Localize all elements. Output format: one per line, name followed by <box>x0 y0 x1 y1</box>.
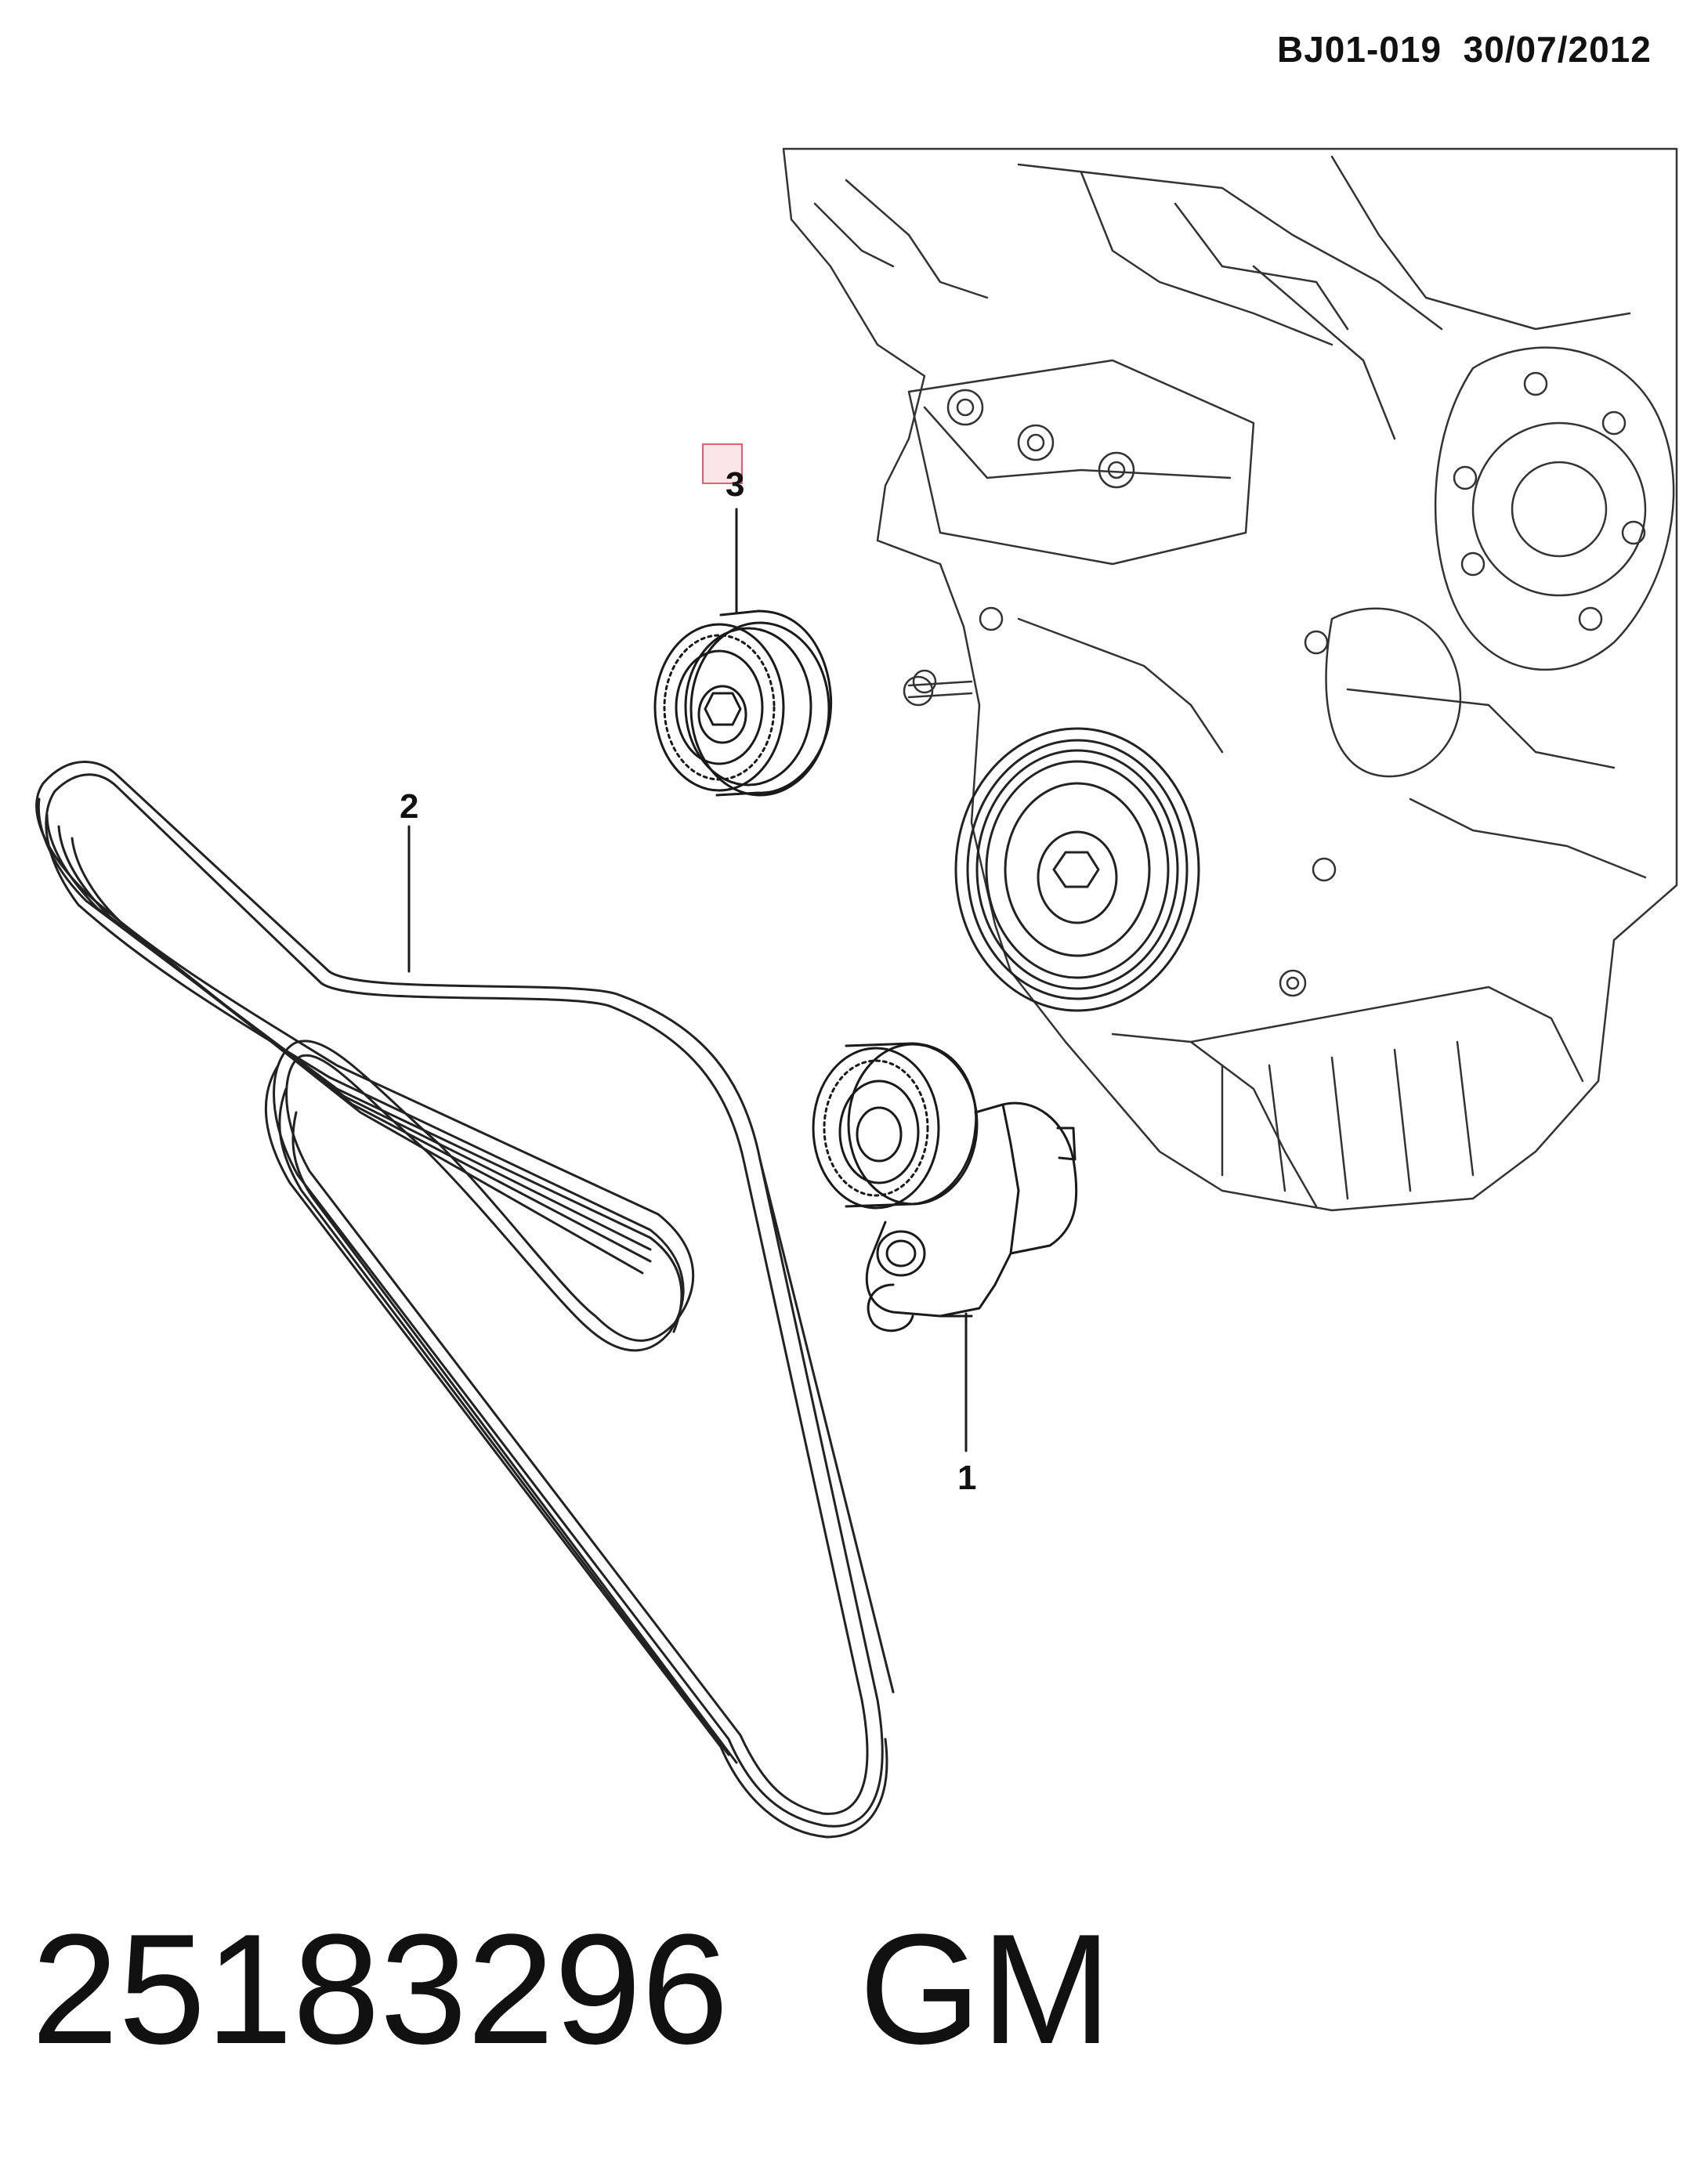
callout-3: 3 <box>726 465 745 504</box>
engine-block <box>782 147 1678 1212</box>
belt-tensioner <box>812 1042 1078 1333</box>
part-number-caption: 25183296 GM <box>31 1911 1112 2068</box>
highlight-marker <box>702 443 743 484</box>
idler-pulley <box>653 609 833 797</box>
drawing-reference: BJ01-019 30/07/2012 <box>1277 28 1652 71</box>
brand-name: GM <box>859 1902 1112 2077</box>
ref-date: 30/07/2012 <box>1463 29 1652 70</box>
serpentine-belt <box>35 761 895 1839</box>
ref-code: BJ01-019 <box>1277 29 1442 70</box>
callout-1: 1 <box>957 1459 977 1497</box>
callout-2: 2 <box>400 787 419 826</box>
crankshaft-pulley <box>954 727 1200 1012</box>
part-number: 25183296 <box>31 1902 729 2077</box>
